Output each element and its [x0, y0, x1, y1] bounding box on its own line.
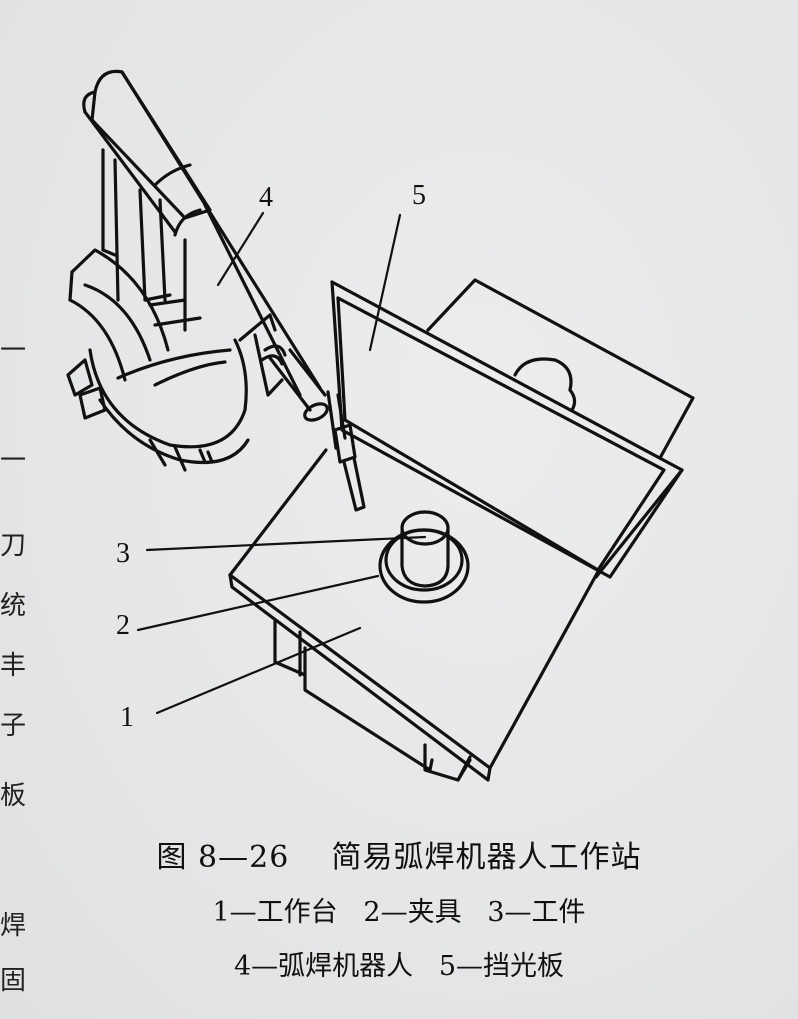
callout-5: 5 [412, 180, 426, 211]
callout-4: 4 [259, 182, 273, 213]
light-shield [330, 280, 684, 579]
arc-welding-robot [66, 69, 366, 512]
figure-caption-title: 图 8—26 简易弧焊机器人工作站 [0, 832, 798, 876]
figure-legend-line-1: 1—工作台 2—夹具 3—工件 [0, 890, 798, 929]
callout-3: 3 [116, 538, 130, 569]
callout-1: 1 [120, 702, 134, 733]
margin-char: 板 [0, 781, 27, 811]
margin-char: 刀 [0, 531, 27, 561]
callout-2: 2 [116, 610, 130, 641]
margin-char: 焊 [0, 911, 27, 941]
legend-item-1: 1—工作台 [212, 897, 338, 928]
margin-char: 固 [0, 966, 27, 996]
legend-item-2: 2—夹具 [363, 897, 462, 928]
figure-legend-line-2: 4—弧焊机器人 5—挡光板 [0, 944, 798, 983]
figure-title: 简易弧焊机器人工作站 [331, 840, 642, 875]
legend-item-3: 3—工件 [487, 897, 586, 928]
leader-lines [136, 211, 427, 715]
fixture-and-workpiece [378, 510, 470, 604]
back-table [426, 278, 695, 460]
worktable [228, 448, 602, 782]
margin-char: 丰 [0, 651, 27, 681]
margin-char: 统 [0, 591, 27, 621]
margin-char: 子 [0, 711, 27, 741]
margin-char: 一 [0, 336, 27, 366]
margin-char: 一 [0, 446, 27, 476]
legend-item-4: 4—弧焊机器人 [233, 951, 414, 982]
figure-number: 图 8—26 [156, 840, 290, 875]
margin-text-column: 一 一 刀 统 丰 子 板 焊 固 [0, 0, 28, 1019]
legend-item-5: 5—挡光板 [438, 951, 565, 982]
